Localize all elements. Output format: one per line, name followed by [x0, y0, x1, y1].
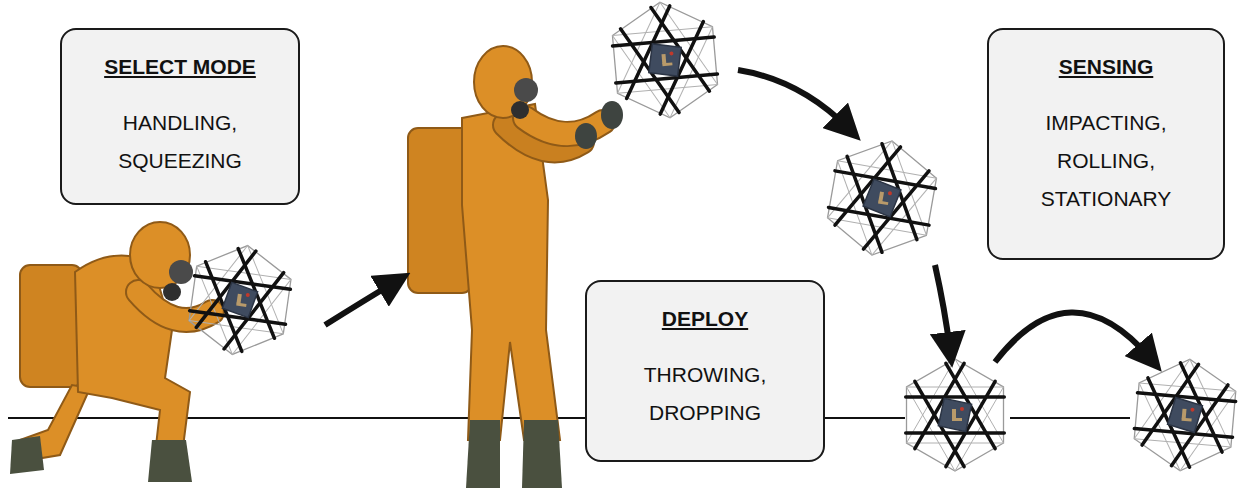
boot [10, 436, 44, 474]
hazmat-person-kneeling [10, 222, 212, 482]
tensegrity-robot [906, 359, 1005, 471]
sensor-part [878, 192, 884, 203]
mode-box: SENSING IMPACTING, ROLLING, STATIONARY [987, 28, 1225, 260]
payload [222, 282, 257, 317]
glove [601, 101, 623, 129]
flow-arrow [738, 70, 848, 128]
box-heading: SENSING [1059, 52, 1154, 82]
led [669, 51, 673, 55]
sensor-part [1181, 418, 1191, 422]
flow-arrow [325, 282, 395, 325]
glove [575, 123, 597, 149]
sensor-part [952, 418, 962, 421]
sensor-part [1182, 409, 1187, 419]
cable [185, 239, 295, 361]
gas-mask [169, 260, 193, 284]
mode-box: DEPLOY THROWING, DROPPING [585, 280, 825, 462]
box-body: IMPACTING, ROLLING, STATIONARY [1021, 104, 1191, 218]
mask-filter [163, 283, 181, 301]
boot [522, 420, 562, 488]
sensor-part [236, 303, 246, 307]
tensegrity-robot [609, 0, 721, 122]
gas-mask [514, 78, 538, 102]
tensegrity-robot [822, 132, 943, 264]
box-body: HANDLING, SQUEEZING [95, 104, 265, 180]
sensor-part [878, 200, 888, 205]
boot [148, 440, 192, 482]
payload [863, 179, 901, 217]
sensor-part [661, 54, 666, 64]
payload [1168, 398, 1203, 433]
box-body: THROWING, DROPPING [620, 356, 790, 432]
strut [835, 138, 901, 234]
cable [1132, 355, 1238, 475]
sensor-part [952, 409, 956, 419]
led [888, 191, 893, 196]
sensor-part [236, 294, 241, 304]
cable [907, 359, 1004, 471]
led [246, 293, 251, 298]
cable [610, 0, 720, 122]
boot [466, 420, 500, 488]
led [1190, 407, 1194, 411]
cable [907, 387, 1004, 388]
mask-filter [511, 101, 529, 119]
tensegrity-robot [184, 239, 295, 361]
tensegrity-robot [1131, 355, 1239, 475]
box-heading: DEPLOY [662, 304, 748, 334]
sensor-part [662, 62, 672, 66]
cable [822, 132, 941, 264]
flow-arrow [935, 265, 950, 350]
strut [906, 431, 1005, 435]
payload [649, 44, 681, 76]
led [960, 407, 964, 411]
cable [907, 443, 1004, 444]
box-heading: SELECT MODE [104, 52, 256, 82]
mode-box: SELECT MODE HANDLING, SQUEEZING [60, 28, 300, 205]
ground-segment [1010, 417, 1130, 419]
strut [863, 162, 929, 258]
backpack [20, 265, 82, 387]
strut [906, 395, 1005, 399]
flow-arrow [995, 312, 1150, 362]
payload [938, 398, 971, 431]
